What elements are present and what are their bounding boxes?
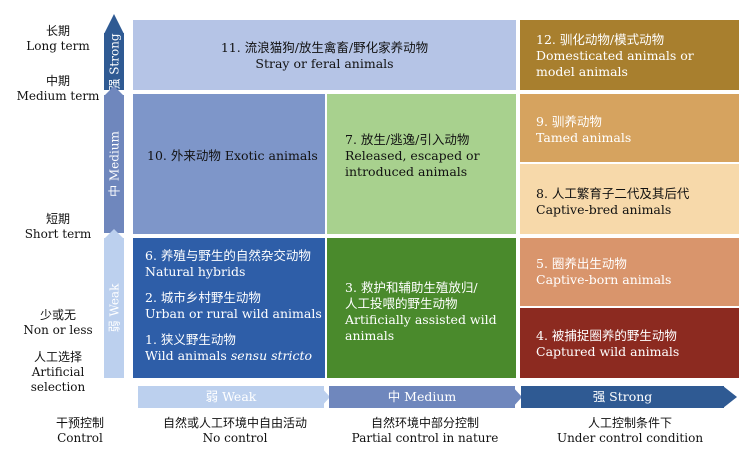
bottom-under-zh: 人工控制条件下 bbox=[587, 416, 672, 430]
vertical-arrow-head bbox=[104, 14, 124, 34]
cell-7-en1: Released, escaped or bbox=[345, 148, 480, 163]
cell-8-captive-bred: 8. 人工繁育子二代及其后代 Captive-bred animals bbox=[520, 164, 739, 234]
cell-7-released: 7. 放生/逃逸/引入动物 Released, escaped or intro… bbox=[327, 94, 516, 234]
axis-non-or-less-zh: 少或无 bbox=[39, 308, 76, 322]
cell-12-en1: Domesticated animals or bbox=[536, 48, 694, 63]
cell-weak-wild: 6. 养殖与野生的自然杂交动物 Natural hybrids 2. 城市乡村野… bbox=[133, 238, 325, 378]
cell-5-zh: 5. 圈养出生动物 bbox=[536, 256, 627, 271]
axis-long-term: 长期 Long term bbox=[18, 24, 98, 54]
cell-6-zh: 6. 养殖与野生的自然杂交动物 bbox=[145, 248, 311, 263]
cell-8-zh: 8. 人工繁育子二代及其后代 bbox=[536, 186, 690, 201]
axis-long-term-zh: 长期 bbox=[45, 24, 70, 38]
cell-11-en: Stray or feral animals bbox=[255, 56, 394, 71]
vertical-arrow-strong: 强 Strong bbox=[104, 33, 124, 90]
cell-7-zh: 7. 放生/逃逸/引入动物 bbox=[345, 132, 470, 147]
bottom-control-zh: 干预控制 bbox=[55, 416, 104, 430]
horizontal-arrow-medium-label: 中 Medium bbox=[387, 389, 457, 404]
bottom-partial-control: 自然环境中部分控制 Partial control in nature bbox=[330, 416, 520, 446]
axis-medium-term: 中期 Medium term bbox=[10, 74, 106, 104]
cell-12-en2: model animals bbox=[536, 64, 628, 79]
bottom-control: 干预控制 Control bbox=[40, 416, 120, 446]
cell-5-en: Captive-born animals bbox=[536, 272, 672, 287]
cell-1-en-italic: sensu stricto bbox=[230, 348, 313, 363]
cell-3-zh2: 人工投喂的野生动物 bbox=[345, 296, 458, 311]
cell-3-assisted: 3. 救护和辅助生殖放归/ 人工投喂的野生动物 Artificially ass… bbox=[327, 238, 516, 378]
horizontal-arrow-head bbox=[723, 386, 737, 408]
cell-9-zh: 9. 驯养动物 bbox=[536, 114, 602, 129]
axis-short-term-zh: 短期 bbox=[45, 212, 70, 226]
bottom-partial-zh: 自然环境中部分控制 bbox=[370, 416, 479, 430]
cell-12-zh: 12. 驯化动物/模式动物 bbox=[536, 32, 665, 47]
cell-9-tamed: 9. 驯养动物 Tamed animals bbox=[520, 94, 739, 162]
cell-12-domesticated: 12. 驯化动物/模式动物 Domesticated animals or mo… bbox=[520, 20, 739, 90]
cell-10-zh: 10. 外来动物 Exotic animals bbox=[147, 148, 318, 163]
axis-artificial-zh: 人工选择 bbox=[33, 350, 82, 364]
bottom-no-control-en: No control bbox=[202, 431, 268, 445]
vertical-arrow-medium: 中 Medium bbox=[104, 95, 124, 233]
axis-medium-term-zh: 中期 bbox=[45, 74, 70, 88]
cell-2-zh: 2. 城市乡村野生动物 bbox=[145, 290, 261, 305]
bottom-no-control: 自然或人工环境中自由活动 No control bbox=[140, 416, 330, 446]
axis-long-term-en: Long term bbox=[26, 39, 90, 53]
axis-medium-term-en: Medium term bbox=[16, 89, 100, 103]
vertical-arrow-weak: 弱 Weak bbox=[104, 238, 124, 378]
bottom-under-control: 人工控制条件下 Under control condition bbox=[525, 416, 735, 446]
spacer bbox=[145, 280, 325, 290]
vertical-arrow-weak-label: 弱 Weak bbox=[107, 283, 122, 333]
horizontal-arrow-weak-label: 弱 Weak bbox=[205, 389, 257, 404]
cell-2-en: Urban or rural wild animals bbox=[145, 306, 322, 321]
bottom-no-control-zh: 自然或人工环境中自由活动 bbox=[162, 416, 307, 430]
cell-3-en1: Artificially assisted wild bbox=[345, 312, 497, 327]
vertical-arrow-notch-1 bbox=[104, 86, 124, 96]
horizontal-arrow-strong-label: 强 Strong bbox=[592, 389, 653, 404]
cell-5-captive-born: 5. 圈养出生动物 Captive-born animals bbox=[520, 238, 739, 306]
axis-non-or-less: 少或无 Non or less bbox=[14, 308, 102, 338]
axis-short-term-en: Short term bbox=[24, 227, 92, 241]
vertical-arrow-notch-2 bbox=[104, 229, 124, 239]
cell-3-zh1: 3. 救护和辅助生殖放归/ bbox=[345, 280, 478, 295]
cell-6-en: Natural hybrids bbox=[145, 264, 246, 279]
horizontal-arrow-notch-1 bbox=[320, 386, 330, 408]
bottom-partial-en: Partial control in nature bbox=[351, 431, 499, 445]
axis-artificial-en2: selection bbox=[30, 380, 86, 394]
axis-artificial-en1: Artificial bbox=[31, 365, 85, 379]
cell-1-en-text: Wild animals bbox=[145, 348, 227, 363]
vertical-arrow-strong-label: 强 Strong bbox=[107, 32, 122, 91]
cell-11-stray-feral: 11. 流浪猫狗/放生禽畜/野化家养动物 Stray or feral anim… bbox=[133, 20, 516, 90]
vertical-arrow-medium-label: 中 Medium bbox=[107, 131, 122, 197]
cell-11-zh: 11. 流浪猫狗/放生禽畜/野化家养动物 bbox=[220, 40, 429, 55]
cell-10-exotic: 10. 外来动物 Exotic animals bbox=[133, 94, 325, 234]
horizontal-arrow-weak: 弱 Weak bbox=[138, 386, 324, 408]
bottom-under-en: Under control condition bbox=[556, 431, 704, 445]
spacer bbox=[145, 322, 325, 332]
axis-non-or-less-en: Non or less bbox=[23, 323, 93, 337]
cell-3-en2: animals bbox=[345, 328, 395, 343]
axis-short-term: 短期 Short term bbox=[18, 212, 98, 242]
cell-8-en: Captive-bred animals bbox=[536, 202, 672, 217]
cell-1-en: Wild animals sensu stricto bbox=[145, 348, 325, 364]
horizontal-arrow-notch-2 bbox=[512, 386, 522, 408]
cell-7-en2: introduced animals bbox=[345, 164, 468, 179]
bottom-control-en: Control bbox=[57, 431, 103, 445]
horizontal-arrow-medium: 中 Medium bbox=[329, 386, 515, 408]
cell-4-captured: 4. 被捕捉圈养的野生动物 Captured wild animals bbox=[520, 308, 739, 378]
cell-9-en: Tamed animals bbox=[536, 130, 632, 145]
cell-4-zh: 4. 被捕捉圈养的野生动物 bbox=[536, 328, 677, 343]
axis-artificial-selection: 人工选择 Artificial selection bbox=[14, 350, 102, 395]
cell-1-zh: 1. 狭义野生动物 bbox=[145, 332, 236, 347]
horizontal-arrow-strong: 强 Strong bbox=[521, 386, 724, 408]
cell-4-en: Captured wild animals bbox=[536, 344, 680, 359]
